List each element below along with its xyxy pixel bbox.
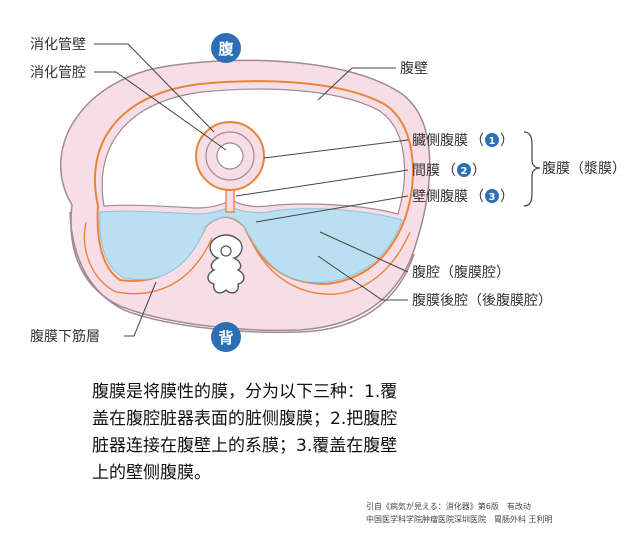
- description-text: 腹膜是将膜性的膜，分为以下三种：1.覆 盖在腹腔脏器表面的脏侧腹膜；2.把腹腔 …: [92, 379, 512, 487]
- description-line: 脏器连接在腹壁上的系膜；3.覆盖在腹壁: [92, 436, 398, 456]
- label-peritoneum: 腹膜（漿膜）: [542, 160, 626, 177]
- description-line: 腹膜是将膜性的膜，分为以下三种：1.覆: [92, 382, 398, 402]
- number-three-badge: [485, 189, 499, 203]
- leader-cavity: [319, 231, 409, 273]
- label-abdominal-wall: 腹壁: [400, 60, 428, 77]
- label-mesentery: 間膜: [412, 163, 440, 179]
- label-visceral-peritoneum: 臓側腹膜: [412, 132, 468, 149]
- back-badge: [211, 322, 241, 352]
- front-badge: [211, 33, 241, 63]
- back-badge-text: 背: [218, 329, 233, 347]
- leader-fascia: [124, 281, 157, 337]
- label-visceral-paren-open: （: [470, 133, 484, 149]
- front-badge-text: 腹: [218, 40, 234, 58]
- leader-visceral: [263, 139, 409, 159]
- leader-mesentery: [235, 169, 409, 197]
- number-two-badge: [457, 163, 471, 177]
- label-subperitoneal-fascia: 腹膜下筋層: [30, 328, 100, 345]
- leader-digestive-wall: [94, 43, 215, 133]
- label-digestive-wall: 消化管壁: [30, 37, 86, 53]
- description-line: 上的壁侧腹膜。: [92, 463, 211, 483]
- credit-line: 中国医学科学院肿瘤医院深圳医院 胃肠外科 王利明: [366, 515, 553, 524]
- label-peritoneal-cavity: 腹腔（腹膜腔）: [412, 264, 510, 281]
- digestive-tube-lumen: [216, 142, 244, 170]
- number-one-badge: [485, 133, 499, 147]
- label-retroperitoneal-space: 腹膜後腔（後腹膜腔）: [412, 292, 552, 309]
- subperitoneal-fascia-line-right: [249, 231, 411, 295]
- subperitoneal-fascia-line: [83, 221, 213, 295]
- source-credit: 引自《病気が見える：消化器》第6版 有改动 中国医学科学院肿瘤医院深圳医院 胃肠…: [366, 500, 636, 526]
- description-line: 盖在腹腔脏器表面的脏侧腹膜；2.把腹腔: [92, 409, 398, 429]
- label-mesentery-paren-close: ）: [472, 163, 486, 179]
- vertebra-canal: [220, 245, 232, 257]
- number-three-text: 3: [489, 192, 496, 203]
- peritoneum-bracket: [523, 131, 541, 207]
- number-two-text: 2: [461, 166, 468, 177]
- label-parietal-paren-close: ）: [500, 189, 514, 205]
- label-digestive-lumen: 消化管腔: [30, 65, 86, 81]
- leader-digestive-lumen: [94, 71, 227, 151]
- label-parietal-paren-open: （: [470, 189, 484, 205]
- peritoneal-cavity-area: [99, 205, 403, 283]
- credit-line: 引自《病気が見える：消化器》第6版 有改动: [366, 502, 531, 511]
- number-one-text: 1: [489, 136, 496, 147]
- vertebra-shape: [207, 234, 245, 294]
- leader-retroperitoneal: [317, 255, 408, 301]
- leader-lines: [94, 43, 409, 337]
- label-visceral-paren-close: ）: [500, 133, 514, 149]
- label-mesentery-paren-open: （: [442, 163, 456, 179]
- leader-parietal: [255, 195, 409, 223]
- leader-abdominal-wall: [317, 67, 396, 101]
- label-parietal-peritoneum: 壁側腹膜: [412, 188, 468, 205]
